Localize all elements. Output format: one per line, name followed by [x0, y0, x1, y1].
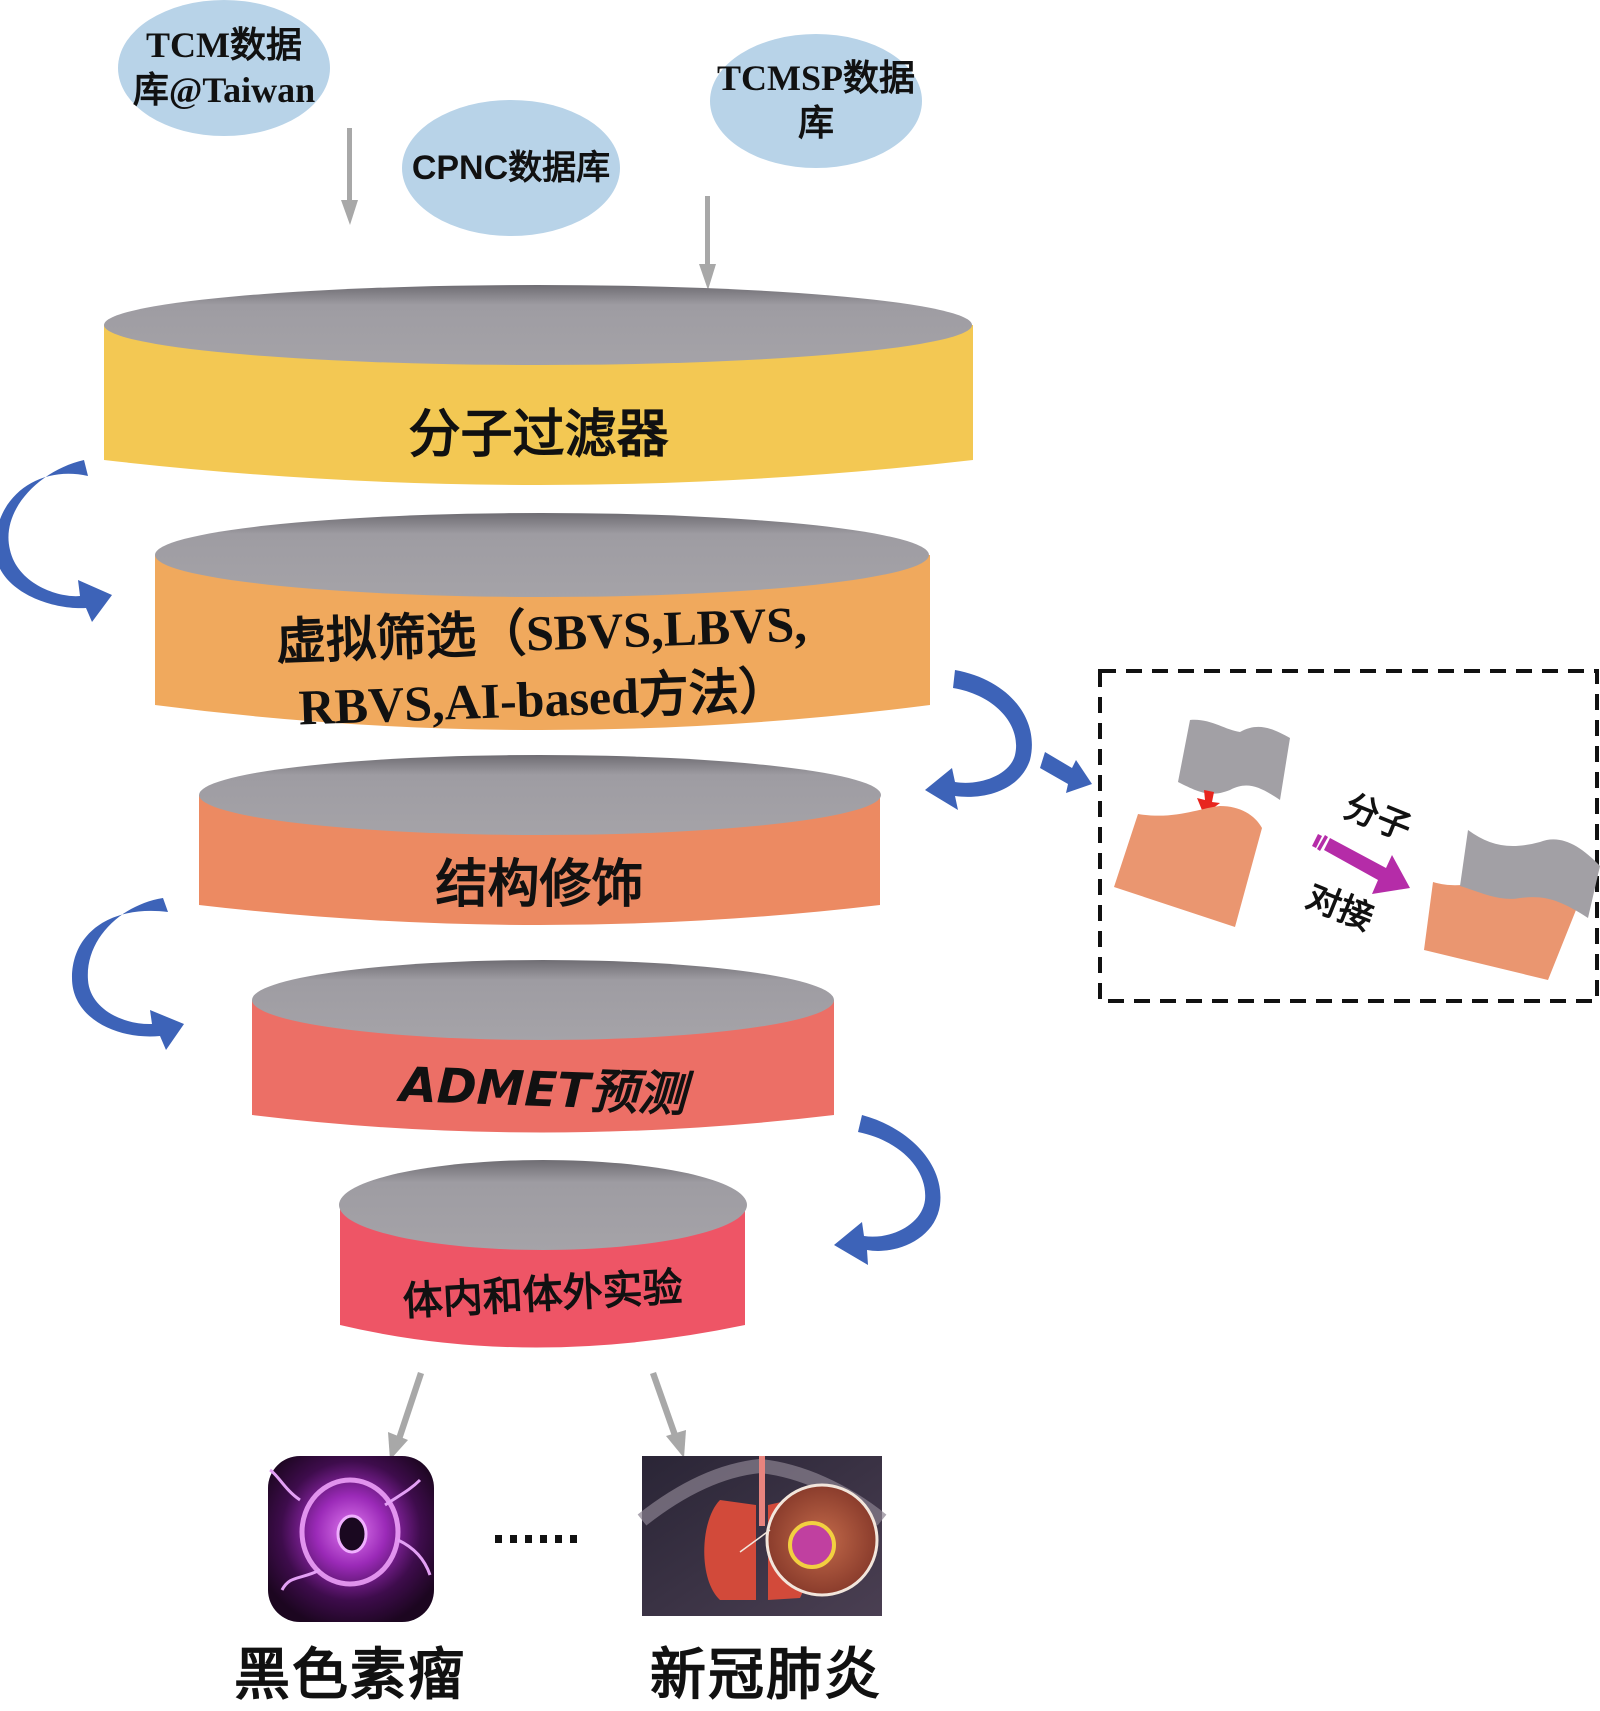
flow-arrow-icon — [925, 670, 1092, 810]
cylinder-molecular-filter — [104, 285, 973, 485]
gray-arrow-icon — [341, 128, 358, 225]
gray-arrow-icon — [699, 196, 716, 290]
stage-text: ADMET预测 — [398, 1057, 687, 1123]
database-label-line: TCMSP数据 — [716, 58, 915, 98]
complex-ligand-shape — [1460, 830, 1600, 918]
complex-receptor-shape — [1424, 882, 1580, 980]
cylinder-structure-modification — [199, 755, 881, 925]
database-label-line: TCM数据 — [146, 25, 302, 65]
stage-label-virtual-screening: 虚拟筛选（SBVS,LBVS, RBVS,AI-based方法） — [153, 587, 932, 746]
docking-arrow-icon — [1312, 834, 1410, 894]
outcome-label-covid-pneumonia: 新冠肺炎 — [650, 1643, 882, 1708]
database-label-line: 库@Taiwan — [132, 70, 316, 110]
covid-pneumonia-image — [637, 1456, 887, 1616]
docking-inset — [1098, 669, 1600, 1003]
stage-label-structure-modification: 结构修饰 — [199, 842, 880, 917]
stage-label-molecular-filter: 分子过滤器 — [104, 392, 973, 467]
ellipsis-dots — [495, 1535, 577, 1543]
flow-arrow-icon — [72, 898, 184, 1050]
stage-text: 结构修饰 — [435, 855, 644, 915]
red-arrow-icon — [1197, 790, 1220, 815]
flow-arrow-icon — [0, 460, 112, 622]
outcome-label-melanoma: 黑色素瘤 — [234, 1643, 466, 1708]
cylinder-in-vivo-in-vitro — [339, 1160, 747, 1348]
receptor-shape — [1114, 806, 1262, 927]
flow-arrow-icon — [834, 1115, 941, 1265]
database-cpnc: CPNC数据库 — [402, 100, 620, 236]
melanoma-image — [268, 1456, 434, 1622]
ligand-shape — [1178, 719, 1290, 800]
cylinder-admet-prediction — [252, 960, 834, 1133]
stage-text: 分子过滤器 — [408, 405, 669, 465]
database-tcmsp: TCMSP数据 库 — [710, 34, 922, 168]
gray-arrow-icon — [388, 1372, 424, 1460]
database-tcm-taiwan: TCM数据 库@Taiwan — [118, 0, 330, 136]
database-label-line: 库 — [797, 103, 834, 143]
gray-arrow-icon — [650, 1372, 686, 1458]
database-label-line: CPNC数据库 — [411, 148, 611, 187]
cylinder-virtual-screening — [155, 513, 930, 730]
